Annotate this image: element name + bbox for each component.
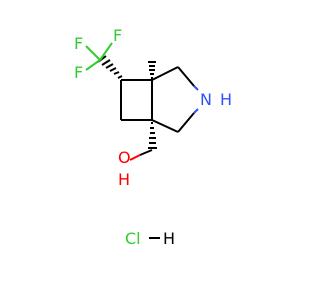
bond-cf3-f-up (99, 42, 113, 61)
chlorine-label: Cl (125, 229, 141, 248)
fluorine-label-1: F (74, 34, 83, 53)
bond-ch2-o-black (139, 149, 153, 156)
salt-hydrogen-label: H (163, 229, 175, 248)
stereo-hash-bond-cf3 (97, 55, 123, 79)
bond-ch2-o-red (129, 154, 141, 161)
fluorine-label-3: F (74, 63, 83, 82)
bond-n-c2-black (177, 112, 195, 133)
bond-c2-c1 (151, 119, 179, 133)
stereo-hash-bond-top (148, 61, 156, 79)
bond-cf3-f-left (85, 59, 101, 71)
amine-hydrogen-label: H (220, 90, 232, 109)
hydroxyl-hydrogen-label: H (118, 170, 130, 189)
molecule-drawing: F F F N H O H Cl H (74, 26, 232, 248)
bond-c4-n-black (177, 66, 195, 87)
bond-c5-c4 (151, 66, 179, 81)
bond-n-c2-blue (193, 108, 199, 114)
nitrogen-label: N (200, 90, 212, 109)
stereo-hash-bond-ch2oh (148, 122, 157, 149)
fluorine-label-2: F (113, 26, 122, 45)
structure-canvas: F F F N H O H Cl H (74, 26, 232, 248)
bond-c4-n-blue (193, 85, 199, 91)
bond-cf3-f-upleft (85, 45, 101, 61)
oxygen-label: O (118, 148, 131, 167)
